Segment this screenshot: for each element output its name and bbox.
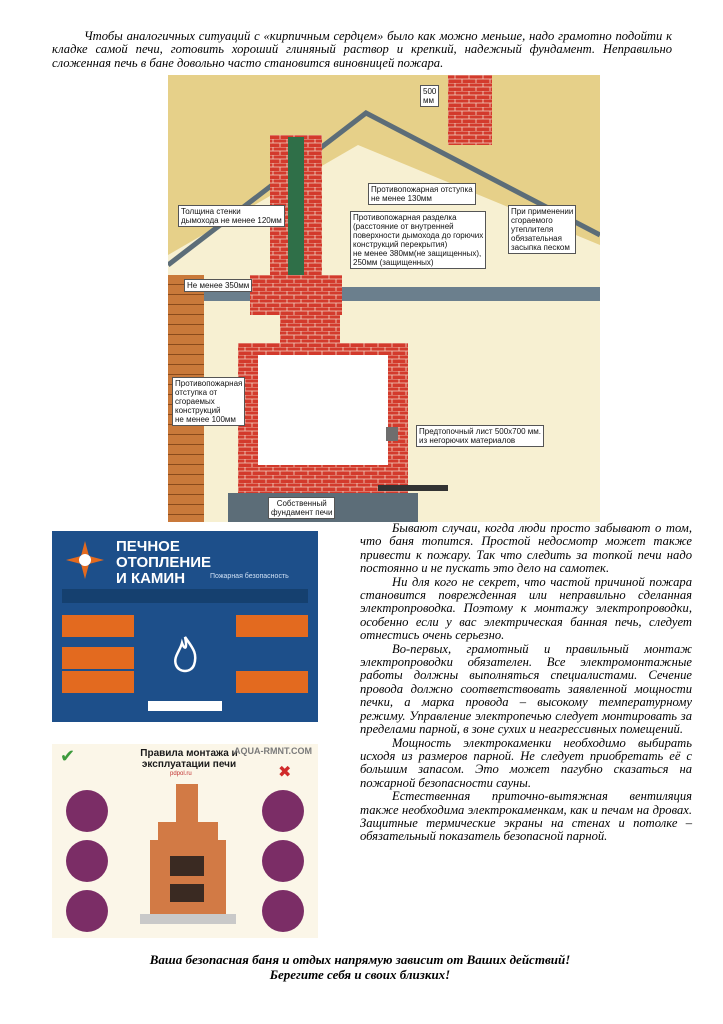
poster1-tip-box (62, 615, 134, 637)
label-fire-offset: Противопожарная отступка не менее 130мм (368, 183, 476, 205)
intro-text: Чтобы аналогичных ситуаций с «кирпичным … (52, 29, 672, 70)
rule-circle (262, 840, 304, 882)
stove-diagram-drawing (168, 75, 600, 522)
poster2-site: AQUA-RMNT.COM (234, 746, 312, 756)
label-500mm: 500 мм (420, 85, 440, 107)
label-side-offset: Противопожарная отступка от сгораемых ко… (172, 377, 246, 426)
label-350mm: Не менее 350мм (184, 279, 253, 292)
label-pre-fire-sheet: Предтопочный лист 500х700 мм. из негорюч… (416, 425, 544, 447)
rule-circle (66, 840, 108, 882)
body-paragraph: Бывают случаи, когда люди просто забываю… (360, 521, 692, 576)
poster2-source: pdpol.ru (170, 771, 192, 777)
intro-paragraph: Чтобы аналогичных ситуаций с «кирпичным … (52, 29, 672, 70)
poster-fireplace-safety: ПЕЧНОЕ ОТОПЛЕНИЕ И КАМИН Пожарная безопа… (52, 531, 318, 722)
label-insulation: При применении сгораемого утеплителя обя… (508, 205, 577, 254)
emergency-star-icon (66, 541, 104, 579)
poster1-title-line1: ПЕЧНОЕ (116, 538, 180, 555)
poster1-subtitle: Пожарная безопасность (210, 573, 289, 580)
body-paragraph: Мощность электрокаменки необходимо выбир… (360, 735, 692, 790)
label-foundation: Собственный фундамент печи (268, 497, 336, 519)
rule-circle (66, 790, 108, 832)
poster1-tip-box (236, 671, 308, 693)
poster1-title: ПЕЧНОЕ ОТОПЛЕНИЕ И КАМИН (116, 539, 211, 587)
label-cutting: Противопожарная разделка (расстояние от … (350, 211, 487, 269)
poster1-tip-box (62, 647, 134, 669)
poster1-tip-box (62, 671, 134, 693)
poster1-banner (62, 589, 308, 603)
body-text: Бывают случаи, когда люди просто забываю… (360, 521, 692, 844)
poster1-title-line2: ОТОПЛЕНИЕ (116, 554, 212, 571)
brick-stove-illustration (140, 784, 236, 924)
footer-line2: Берегите себя и своих близких! (269, 967, 451, 982)
body-paragraph: Во-первых, грамотный и правильный монтаж… (360, 641, 692, 737)
flame-icon (174, 636, 197, 673)
footer-message: Ваша безопасная баня и отдых напрямую за… (60, 952, 660, 982)
poster2-title: Правила монтажа и эксплуатации печи (140, 748, 238, 770)
rule-circle (262, 790, 304, 832)
label-wall-thickness: Толщина стенки дымохода не менее 120мм (178, 205, 285, 227)
rule-circle (262, 890, 304, 932)
poster1-tip-box (236, 615, 308, 637)
body-paragraph: Ни для кого не секрет, что частой причин… (360, 574, 692, 643)
poster1-bottom-box (148, 701, 222, 711)
footer-line1: Ваша безопасная баня и отдых напрямую за… (149, 952, 571, 967)
poster1-title-line3: И КАМИН (116, 570, 186, 587)
rule-circle (66, 890, 108, 932)
poster-stove-rules: ✔ ✖ Правила монтажа и эксплуатации печи … (52, 744, 318, 938)
check-icon: ✔ (60, 746, 76, 767)
cross-icon: ✖ (278, 762, 292, 781)
stove-diagram: 500 мм Противопожарная отступка не менее… (168, 75, 600, 522)
body-paragraph: Естественная приточно-вытяжная вентиляци… (360, 789, 692, 844)
